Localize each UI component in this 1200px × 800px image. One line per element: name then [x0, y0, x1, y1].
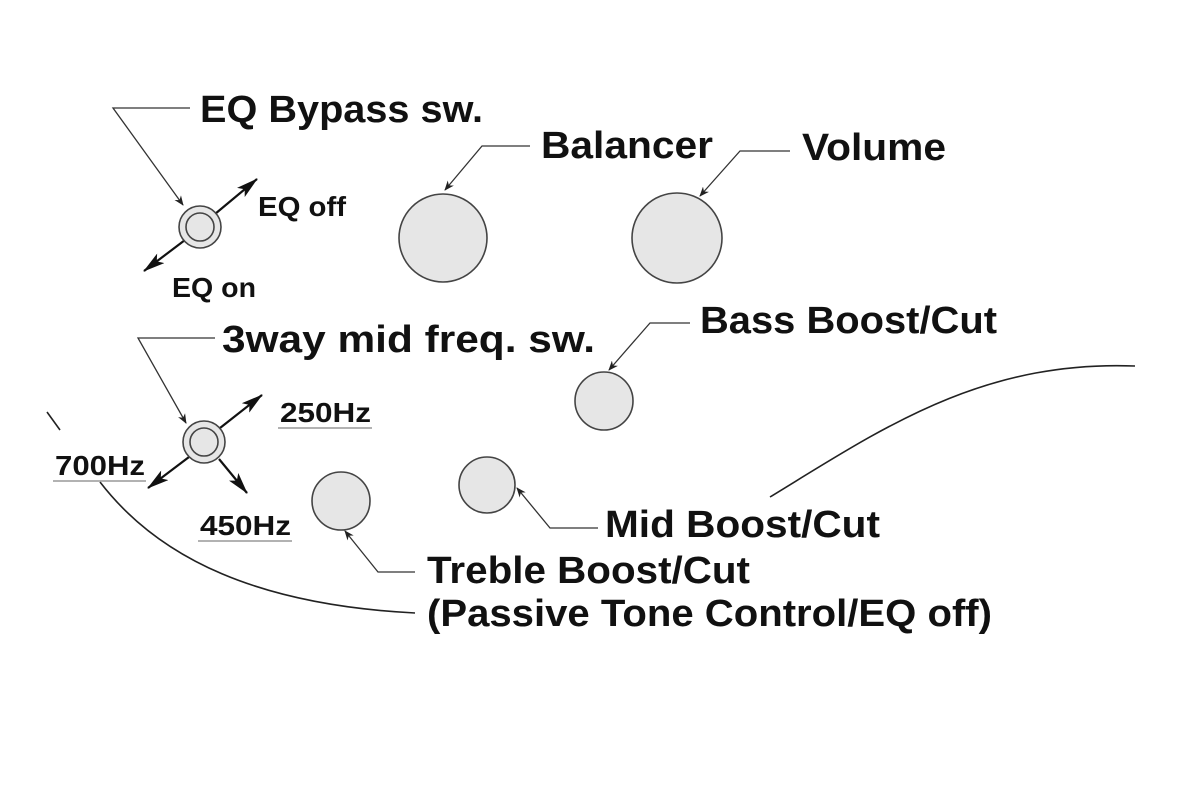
body-outline-left [46, 411, 416, 614]
leader-mid [516, 487, 598, 529]
eq-bypass-label: EQ Bypass sw. [200, 89, 483, 131]
arrow-250hz [219, 394, 263, 429]
eq-on-label: EQ on [172, 272, 256, 303]
arrow-eq-off [214, 178, 258, 215]
balancer-label: Balancer [541, 125, 713, 167]
treble-note-label: (Passive Tone Control/EQ off) [427, 593, 992, 635]
freq-700hz-label: 700Hz [55, 450, 145, 481]
mid-freq-switch[interactable] [182, 420, 226, 464]
volume-knob[interactable] [631, 192, 723, 284]
treble-knob[interactable] [311, 471, 371, 531]
leader-balancer [444, 145, 530, 191]
leader-volume [699, 150, 790, 197]
freq-250hz-label: 250Hz [280, 397, 371, 428]
leader-mid-freq-switch [136, 337, 215, 424]
arrow-eq-on [143, 239, 186, 272]
treble-label: Treble Boost/Cut [427, 550, 750, 592]
arrow-450hz [218, 458, 248, 494]
bass-label: Bass Boost/Cut [700, 300, 997, 342]
eq-bypass-switch[interactable] [178, 205, 222, 249]
freq-450hz-label: 450Hz [200, 510, 291, 541]
mid-knob[interactable] [458, 456, 516, 514]
body-outline-right [769, 364, 1136, 498]
volume-label: Volume [802, 127, 946, 169]
balancer-knob[interactable] [398, 193, 488, 283]
leader-treble [344, 530, 415, 573]
leader-eq-bypass [111, 107, 190, 206]
bass-knob[interactable] [574, 371, 634, 431]
leader-bass [608, 322, 690, 371]
mid-freq-switch-label: 3way mid freq. sw. [222, 319, 595, 361]
eq-off-label: EQ off [258, 191, 347, 222]
mid-label: Mid Boost/Cut [605, 504, 880, 546]
arrow-700hz [147, 456, 190, 489]
